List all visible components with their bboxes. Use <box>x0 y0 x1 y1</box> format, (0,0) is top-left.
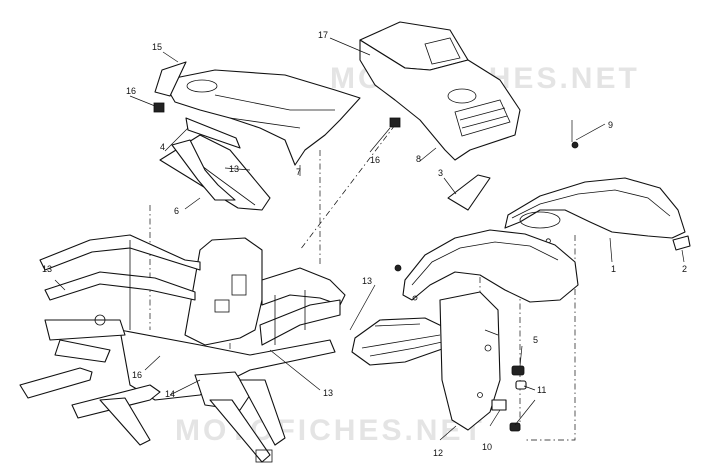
fender-panel-7 <box>167 69 361 166</box>
front-fender <box>402 229 579 303</box>
callout-6: 6 <box>174 206 179 216</box>
callout-4: 4 <box>160 142 165 152</box>
leader-lines <box>54 37 685 441</box>
callout-16-right: 16 <box>370 155 380 165</box>
hardware <box>394 120 579 432</box>
callout-1: 1 <box>611 264 616 274</box>
callout-16-bottom: 16 <box>132 370 142 380</box>
callout-13-bottom: 13 <box>323 388 333 398</box>
callout-3: 3 <box>438 168 443 178</box>
decal-15 <box>154 61 187 97</box>
callout-14: 14 <box>165 389 175 399</box>
callout-17: 17 <box>318 30 328 40</box>
clip-16-left <box>153 102 165 113</box>
watermark-bottom: MOTOFICHES.NET <box>175 414 485 447</box>
frame-assembly <box>19 234 346 463</box>
callout-12: 12 <box>433 448 443 458</box>
mud-flap-12 <box>439 291 501 431</box>
callout-15: 15 <box>152 42 162 52</box>
callout-2: 2 <box>682 264 687 274</box>
footrest <box>351 317 451 366</box>
callout-8: 8 <box>416 154 421 164</box>
callout-11: 11 <box>537 385 546 395</box>
callout-9: 9 <box>608 120 613 130</box>
lower-panel-6 <box>159 117 271 211</box>
callout-13-top: 13 <box>229 164 239 174</box>
decal-2 <box>672 235 691 251</box>
decal-3 <box>447 174 491 211</box>
callout-5: 5 <box>533 335 538 345</box>
dash-panel-17 <box>359 21 521 161</box>
callout-16-left: 16 <box>126 86 136 96</box>
callout-10: 10 <box>482 442 492 452</box>
alignment-lines <box>149 124 576 441</box>
clip-16-right <box>389 117 401 128</box>
callout-13-left: 13 <box>42 264 52 274</box>
callout-13-mid: 13 <box>362 276 372 286</box>
callout-labels: 1 2 3 4 5 6 7 8 9 10 11 12 13 13 13 13 1… <box>42 30 687 458</box>
callout-7: 7 <box>296 167 301 177</box>
